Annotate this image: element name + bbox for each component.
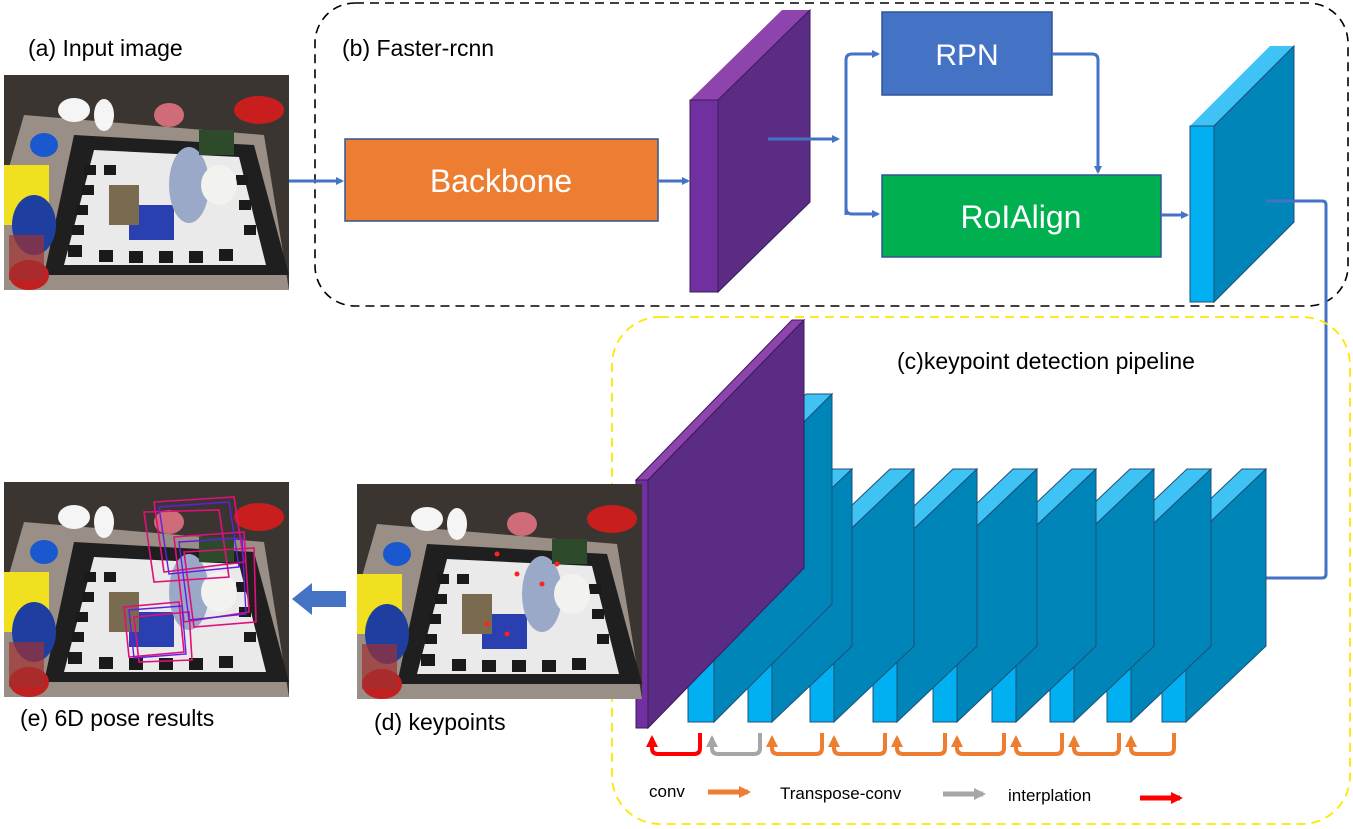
keypoint-pipeline-container bbox=[611, 316, 1351, 825]
keypoint-pipeline-label: (c)keypoint detection pipeline bbox=[897, 348, 1195, 374]
faster-rcnn-label: (b) Faster-rcnn bbox=[342, 35, 494, 61]
rpn-label: RPN bbox=[935, 39, 998, 72]
keypoints-image bbox=[357, 484, 642, 699]
legend-conv-label: conv bbox=[649, 782, 685, 801]
roialign-label: RoIAlign bbox=[961, 199, 1082, 235]
input-image bbox=[4, 75, 289, 290]
rpn-block bbox=[881, 11, 1053, 96]
feature-to-heads-arrows bbox=[768, 50, 880, 218]
roialign-block bbox=[881, 174, 1162, 258]
faster-rcnn-container bbox=[314, 2, 1349, 307]
backbone-label: Backbone bbox=[430, 163, 572, 199]
pipeline-feature-stack bbox=[634, 318, 1268, 730]
pipeline-operation-arrows bbox=[646, 733, 1176, 756]
input-image-label: (a) Input image bbox=[28, 35, 183, 61]
legend-transpose-conv-label: Transpose-conv bbox=[780, 784, 902, 803]
legend-interpolation-label: interplation bbox=[1008, 786, 1091, 805]
pose-results-image bbox=[4, 482, 289, 697]
backbone-feature-map bbox=[689, 8, 811, 294]
roi-feature-map bbox=[1189, 44, 1295, 304]
roi-to-pipeline-arrow bbox=[1238, 199, 1328, 582]
legend: conv Transpose-conv interplation bbox=[649, 782, 1183, 805]
keypoints-to-pose-arrow bbox=[292, 583, 346, 615]
pose-results-label: (e) 6D pose results bbox=[20, 705, 214, 731]
keypoints-label: (d) keypoints bbox=[374, 709, 506, 735]
rpn-to-roialign-arrow bbox=[1052, 52, 1102, 174]
